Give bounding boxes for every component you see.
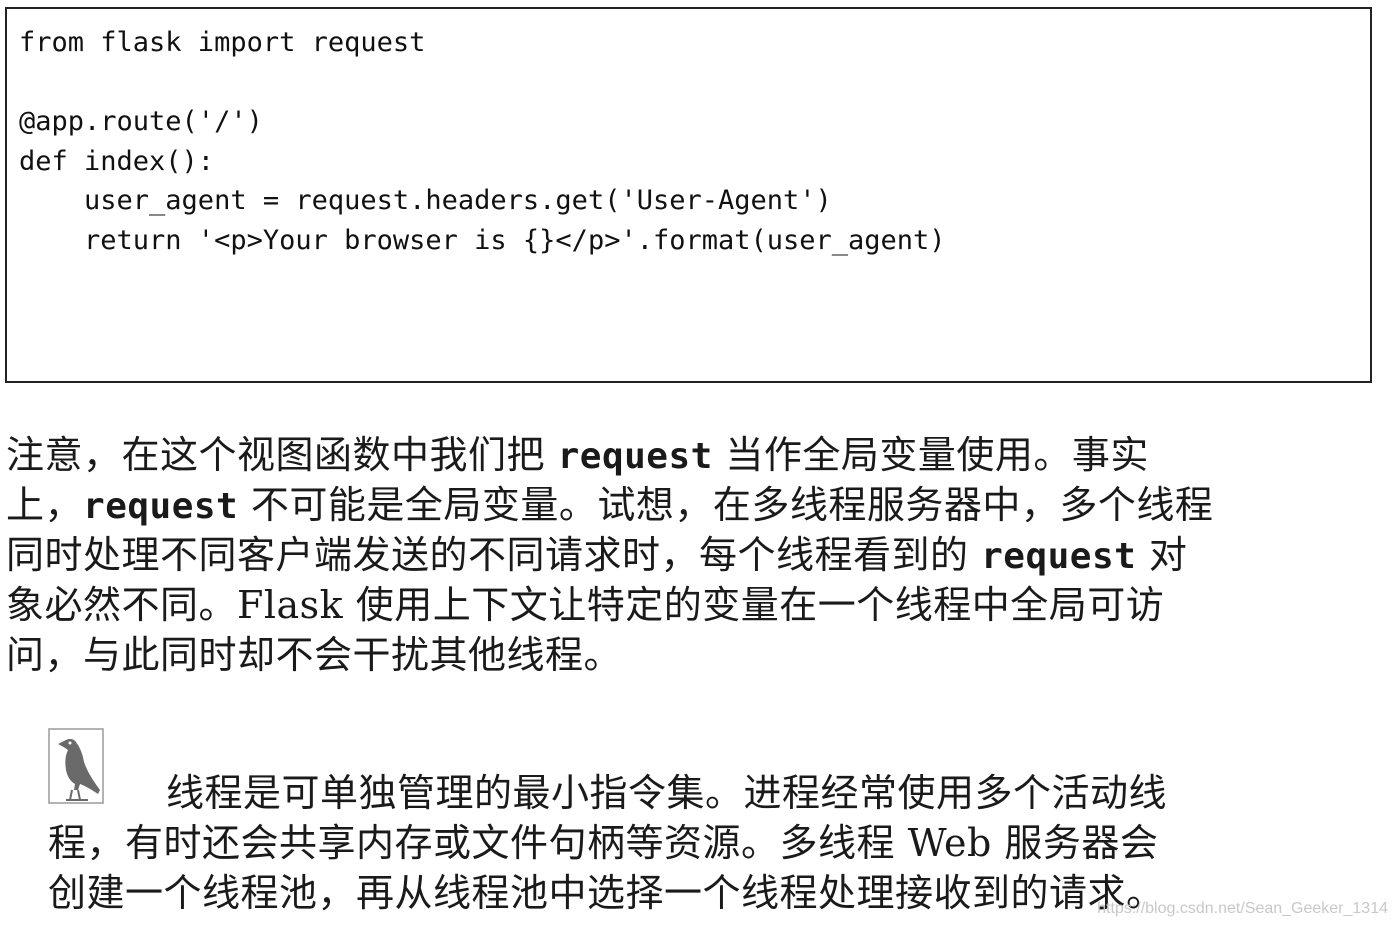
note-text: 线程是可单独管理的最小指令集。进程经常使用多个活动线 程，有时还会共享内存或文件…: [48, 768, 1167, 918]
body-paragraph: 注意，在这个视图函数中我们把 request 当作全局变量使用。事实 上，req…: [6, 430, 1386, 680]
inline-code: request: [557, 436, 713, 477]
inline-code: request: [981, 536, 1137, 577]
crow-icon: [48, 728, 104, 804]
inline-code: request: [83, 486, 239, 527]
paragraph-text: 同时处理不同客户端发送的不同请求时，每个线程看到的: [6, 533, 982, 577]
paragraph-text: 当作全局变量使用。事实: [712, 433, 1149, 477]
code-line: @app.route('/'): [19, 106, 263, 137]
code-line: from flask import request: [19, 27, 426, 58]
paragraph-line: 同时处理不同客户端发送的不同请求时，每个线程看到的 request 对: [6, 530, 1386, 580]
paragraph-line: 问，与此同时却不会干扰其他线程。: [6, 633, 623, 677]
watermark: https://blog.csdn.net/Sean_Geeker_1314: [1097, 900, 1388, 917]
paragraph-line: 上，request 不可能是全局变量。试想，在多线程服务器中，多个线程: [6, 480, 1386, 530]
note-line: 线程是可单独管理的最小指令集。进程经常使用多个活动线: [166, 771, 1168, 815]
code-block: from flask import request @app.route('/'…: [5, 7, 1372, 383]
note-line: 创建一个线程池，再从线程池中选择一个线程处理接收到的请求。: [48, 871, 1165, 915]
note-line: 程，有时还会共享内存或文件句柄等资源。多线程 Web 服务器会: [48, 821, 1159, 865]
paragraph-text: 上，: [6, 483, 84, 527]
code-line: [19, 63, 1370, 103]
paragraph-line: 象必然不同。Flask 使用上下文让特定的变量在一个线程中全局可访: [6, 583, 1165, 627]
code-line: return '<p>Your browser is {}</p>'.forma…: [19, 224, 946, 256]
code-line: def index():: [19, 145, 215, 177]
paragraph-text: 注意，在这个视图函数中我们把: [6, 433, 558, 477]
paragraph-text: 不可能是全局变量。试想，在多线程服务器中，多个线程: [238, 483, 1214, 527]
paragraph-line: 注意，在这个视图函数中我们把 request 当作全局变量使用。事实: [6, 430, 1386, 480]
paragraph-text: 对: [1136, 533, 1188, 577]
code-line: user_agent = request.headers.get('User-A…: [19, 185, 832, 216]
